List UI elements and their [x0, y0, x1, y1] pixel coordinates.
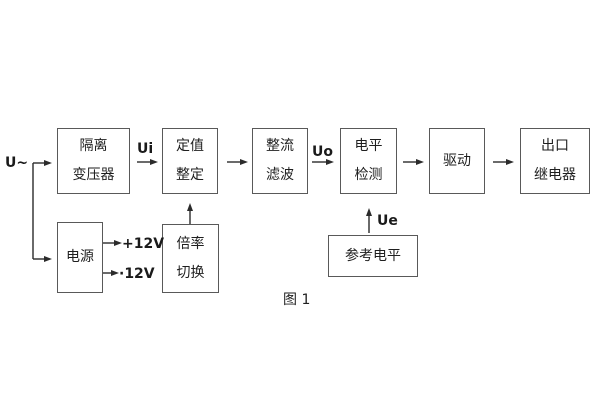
signal-label-ui: Ui [137, 141, 154, 157]
block-label: 滤波 [266, 167, 294, 183]
block-label: 继电器 [534, 167, 576, 183]
block-label: 变压器 [72, 167, 115, 183]
block-label: 整定 [176, 167, 204, 183]
block-rectifier-filter: 整流 滤波 [252, 128, 308, 194]
block-isolation-transformer: 隔离 变压器 [57, 128, 130, 194]
block-label: 倍率 [176, 235, 205, 252]
block-label: 整流 [266, 138, 294, 154]
block-label: 隔离 [79, 138, 108, 154]
block-setpoint-adjust: 定值 整定 [162, 128, 218, 194]
input-source-label: U~ [5, 155, 29, 171]
block-label: 电源 [66, 249, 94, 265]
block-level-detector: 电平 检测 [340, 128, 397, 194]
signal-label-ue: Ue [377, 213, 398, 229]
block-output-relay: 出口 继电器 [520, 128, 590, 194]
figure-caption: 图 1 [283, 292, 311, 308]
signal-label-plus12v: +12V [122, 236, 165, 252]
block-label: 电平 [354, 138, 383, 154]
block-label: 参考电平 [345, 247, 401, 264]
signal-label-minus12v: ·12V [119, 266, 155, 282]
block-label: 驱动 [443, 152, 471, 169]
signal-label-uo: Uo [312, 144, 333, 160]
block-driver: 驱动 [429, 128, 485, 194]
block-label: 定值 [176, 138, 204, 154]
block-label: 出口 [541, 138, 569, 154]
block-reference-level: 参考电平 [328, 235, 418, 277]
block-label: 切换 [176, 264, 205, 281]
block-label: 检测 [354, 167, 383, 183]
block-ratio-switch: 倍率 切换 [162, 224, 219, 293]
block-power-supply: 电源 [57, 222, 103, 293]
